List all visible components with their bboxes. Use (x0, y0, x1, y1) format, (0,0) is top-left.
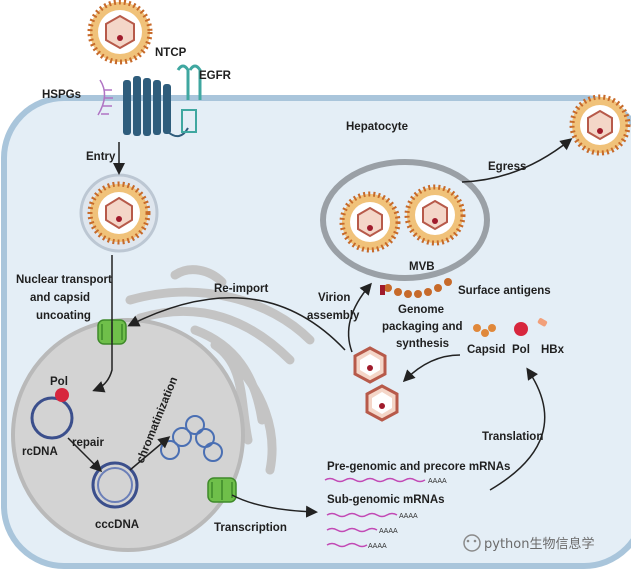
rcdna-circle (30, 396, 74, 440)
hspgs (97, 79, 113, 116)
arrows (67, 138, 573, 518)
label-nuclear-transport-3: uncoating (36, 310, 91, 322)
egfr-receptor (176, 64, 202, 133)
arrow-transcription (231, 494, 318, 518)
label-nuclear-transport-1: Nuclear transport (16, 274, 112, 286)
label-hepatocyte: Hepatocyte (346, 121, 408, 133)
nucleocapsid-2 (365, 384, 399, 422)
label-genome-packaging-2: packaging and (382, 321, 463, 333)
label-transcription: Transcription (214, 522, 287, 534)
pol-on-rcdna (55, 388, 69, 402)
label-pregenomic: Pre-genomic and precore mRNAs (327, 461, 510, 473)
arrow-chromatinization (129, 436, 171, 471)
label-egfr: EGFR (199, 70, 232, 82)
virion-mvb-1 (339, 191, 401, 253)
polya-subgenomic-3: AAAA (368, 543, 387, 550)
arrow-reimport (127, 297, 346, 351)
label-repair: repair (72, 437, 104, 449)
nucleocapsid-1 (353, 346, 387, 384)
polya-subgenomic-2: AAAA (379, 528, 398, 535)
label-subgenomic: Sub-genomic mRNAs (327, 494, 445, 506)
virion-mvb-2 (404, 184, 466, 246)
hbx-protein-icon (537, 318, 548, 327)
label-hspgs: HSPGs (42, 89, 81, 101)
virion-incoming (87, 0, 153, 65)
label-cccdna: cccDNA (95, 519, 139, 531)
watermark-text: python生物信息学 (484, 536, 594, 552)
cccdna-inner (97, 467, 133, 503)
watermark: python生物信息学 (463, 534, 594, 552)
arrow-genome-packaging (402, 354, 461, 383)
label-rcdna: rcDNA (22, 446, 58, 458)
label-genome-packaging-1: Genome (398, 304, 444, 316)
label-pol: Pol (512, 344, 530, 356)
virion-egressed (569, 94, 631, 156)
polya-pregenomic: AAAA (428, 478, 447, 485)
virion-in-endosome (87, 181, 151, 245)
arrow-repair (67, 437, 103, 473)
label-virion-assembly-2: assembly (307, 310, 360, 322)
label-nuclear-transport-2: and capsid (30, 292, 90, 304)
label-surface-antigens: Surface antigens (458, 285, 551, 297)
polya-subgenomic-1: AAAA (399, 513, 418, 520)
label-entry: Entry (86, 151, 116, 163)
subgenomic-mrnas (326, 512, 398, 548)
surface-antigens-cluster (380, 278, 452, 298)
nuclear-pore-bottom (207, 477, 237, 503)
label-genome-packaging-3: synthesis (396, 338, 449, 350)
pol-protein-icon (514, 322, 528, 336)
label-reimport: Re-import (214, 283, 268, 295)
label-egress: Egress (488, 161, 526, 173)
nucleus (11, 318, 245, 552)
label-pol-nucleus: Pol (50, 376, 68, 388)
cccdna-circle (91, 461, 139, 509)
label-translation: Translation (482, 431, 543, 443)
arrow-egress (461, 138, 573, 183)
label-hbx: HBx (541, 344, 565, 356)
pregenomic-mrnas (324, 477, 426, 483)
arrow-virion-assembly (347, 282, 372, 353)
ntcp-receptor (123, 76, 189, 138)
label-ntcp: NTCP (155, 47, 187, 59)
chromatin (160, 415, 223, 462)
capsid-proteins-icon (473, 324, 496, 337)
label-mvb: MVB (409, 261, 435, 273)
arrow-translation (489, 367, 546, 491)
arrow-nuclear-transport (92, 255, 113, 393)
label-capsid: Capsid (467, 344, 505, 356)
label-virion-assembly-1: Virion (318, 292, 350, 304)
